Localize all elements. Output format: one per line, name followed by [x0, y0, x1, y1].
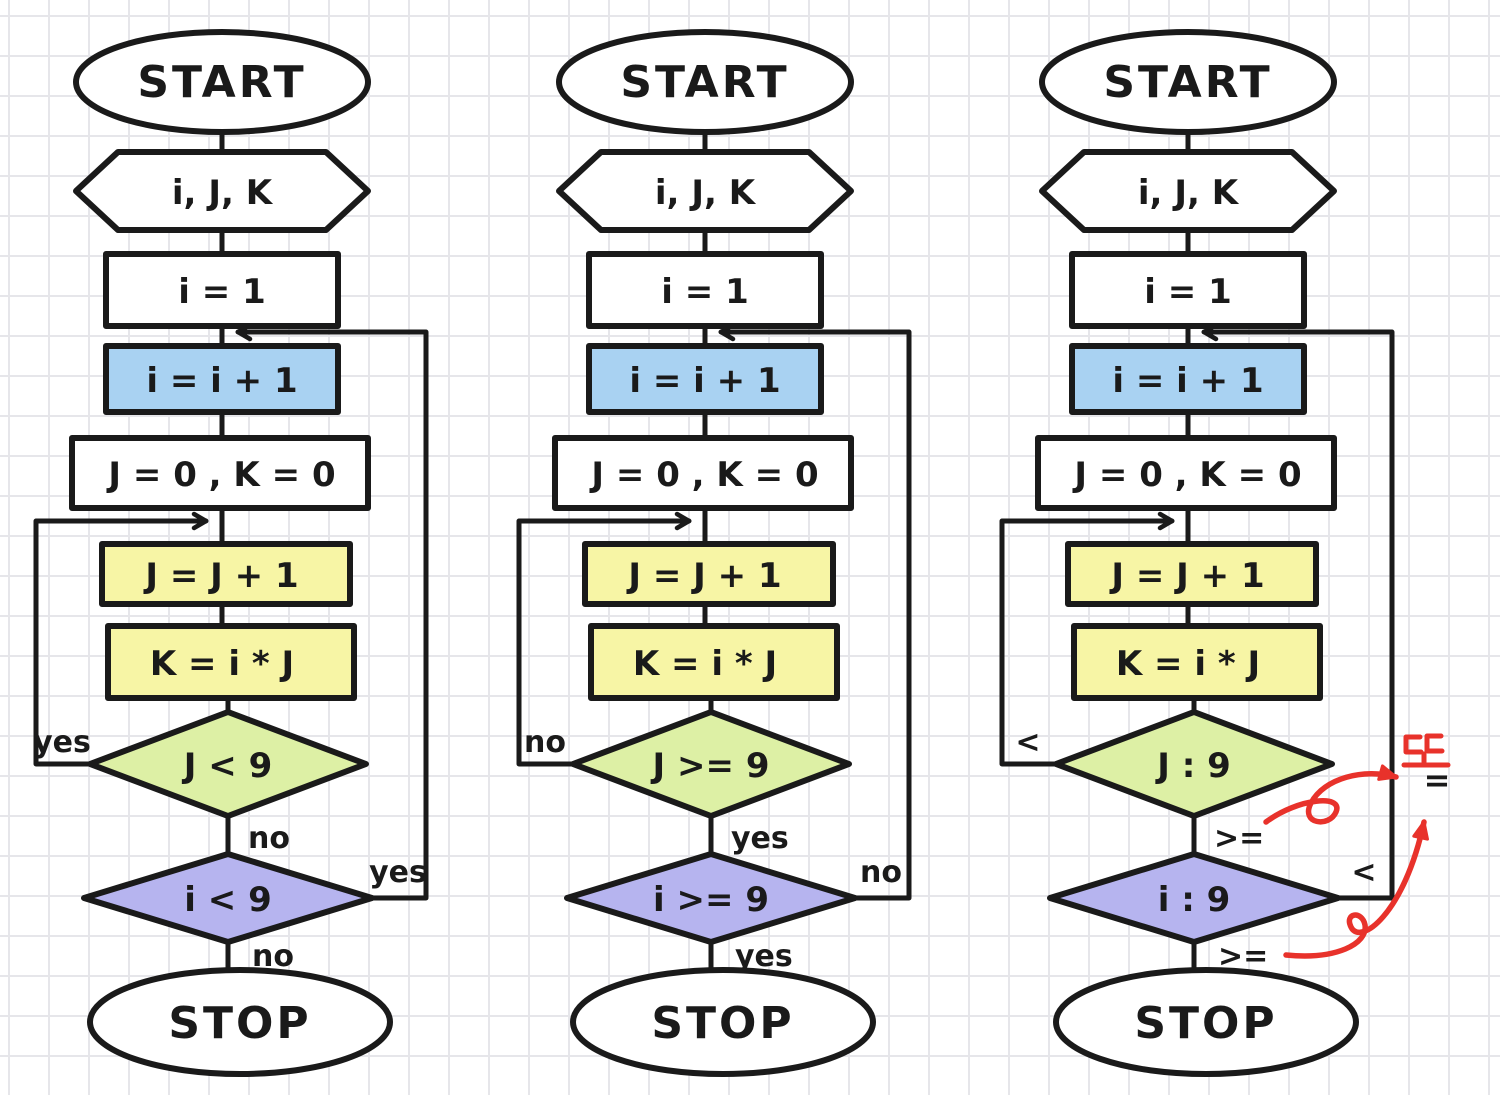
j-loop-branch-label: yes — [33, 725, 91, 760]
i-decision-diamond — [564, 851, 858, 945]
input-hexagon — [1039, 149, 1337, 233]
j-decision-label: J < 9 — [182, 746, 272, 786]
multiply-rect — [105, 623, 357, 701]
stop-label: STOP — [651, 998, 794, 1049]
loop-arrow-i — [718, 322, 912, 901]
reset-jk-rect — [1035, 435, 1337, 511]
multiply-rect — [1071, 623, 1323, 701]
stop-ellipse — [1053, 967, 1359, 1077]
multiply-label: K = i * J — [1116, 644, 1260, 684]
increment-j-rect — [582, 541, 836, 607]
i-decision-diamond — [81, 851, 375, 945]
increment-j-rect — [1065, 541, 1319, 607]
i-loop-branch-label: < — [1351, 855, 1376, 890]
j-decision-diamond — [87, 709, 369, 819]
stop-label: STOP — [168, 998, 311, 1049]
start-label: START — [137, 57, 306, 108]
stop-ellipse — [570, 967, 876, 1077]
i-decision-label: i : 9 — [1158, 880, 1231, 920]
increment-j-label: J = J + 1 — [626, 556, 781, 596]
increment-i-rect — [103, 343, 341, 415]
j-decision-diamond — [1053, 709, 1335, 819]
loop-arrow-i — [1201, 322, 1395, 901]
increment-j-rect — [99, 541, 353, 607]
increment-i-label: i = i + 1 — [146, 361, 297, 401]
j-loop-branch-label: no — [524, 725, 566, 760]
j-decision-diamond — [570, 709, 852, 819]
i-loop-branch-label: yes — [369, 855, 427, 890]
i-exit-branch-label: yes — [735, 939, 793, 974]
j-exit-branch-label: no — [248, 821, 290, 856]
multiply-rect — [588, 623, 840, 701]
j-loop-branch-label: < — [1015, 725, 1040, 760]
flowchart-version-2: START i, J, K i = 1 i = i + 1 J = 0 , K = 0 J… — [516, 29, 912, 1077]
init-rect — [103, 251, 341, 329]
increment-i-rect — [586, 343, 824, 415]
reset-jk-label: J = 0 , K = 0 — [106, 455, 335, 495]
init-rect — [1069, 251, 1307, 329]
red-annotation-group: 또= — [1263, 733, 1451, 959]
reset-jk-rect — [69, 435, 371, 511]
loop-arrow-j — [33, 511, 209, 767]
increment-i-label: i = i + 1 — [629, 361, 780, 401]
j-exit-branch-label: yes — [731, 821, 789, 856]
loop-arrow-i — [235, 322, 429, 901]
start-ellipse — [556, 29, 854, 135]
reset-jk-label: J = 0 , K = 0 — [1072, 455, 1301, 495]
stop-label: STOP — [1134, 998, 1277, 1049]
init-label: i = 1 — [1144, 272, 1231, 312]
j-decision-label: J : 9 — [1155, 746, 1231, 786]
flowchart-version-1: START i, J, K i = 1 i = i + 1 J = 0 , K = 0 J… — [33, 29, 429, 1077]
loop-arrow-j — [999, 511, 1175, 767]
increment-i-label: i = i + 1 — [1112, 361, 1263, 401]
red-curl-arrow-bottom — [1283, 819, 1429, 959]
tto-glyph-stroke — [1403, 734, 1424, 755]
red-curl-arrow-top — [1263, 764, 1399, 825]
i-decision-label: i < 9 — [184, 880, 271, 920]
init-label: i = 1 — [178, 272, 265, 312]
increment-i-rect — [1069, 343, 1307, 415]
loop-arrow-j — [516, 511, 692, 767]
red-annotation-text-tto: 또 — [1401, 733, 1451, 768]
reset-jk-rect — [552, 435, 854, 511]
increment-j-label: J = J + 1 — [143, 556, 298, 596]
input-hexagon — [73, 149, 371, 233]
input-label: i, J, K — [172, 173, 274, 213]
i-decision-label: i >= 9 — [653, 880, 769, 920]
i-decision-diamond — [1047, 851, 1341, 945]
init-rect — [586, 251, 824, 329]
reset-jk-label: J = 0 , K = 0 — [589, 455, 818, 495]
start-ellipse — [73, 29, 371, 135]
input-label: i, J, K — [1138, 173, 1240, 213]
red-annotation-equals: = — [1424, 761, 1451, 799]
i-exit-branch-label: no — [252, 939, 294, 974]
flowchart-version-3: START i, J, K i = 1 i = i + 1 J = 0 , K = 0 J… — [999, 29, 1395, 1077]
start-ellipse — [1039, 29, 1337, 135]
multiply-label: K = i * J — [150, 644, 294, 684]
input-label: i, J, K — [655, 173, 757, 213]
stop-ellipse — [87, 967, 393, 1077]
input-hexagon — [556, 149, 854, 233]
start-label: START — [620, 57, 789, 108]
j-decision-label: J >= 9 — [651, 746, 770, 786]
multiply-label: K = i * J — [633, 644, 777, 684]
tto-glyph-stroke — [1424, 733, 1445, 754]
start-label: START — [1103, 57, 1272, 108]
j-exit-branch-label: >= — [1214, 821, 1264, 856]
increment-j-label: J = J + 1 — [1109, 556, 1264, 596]
i-exit-branch-label: >= — [1218, 939, 1268, 974]
i-loop-branch-label: no — [860, 855, 902, 890]
init-label: i = 1 — [661, 272, 748, 312]
